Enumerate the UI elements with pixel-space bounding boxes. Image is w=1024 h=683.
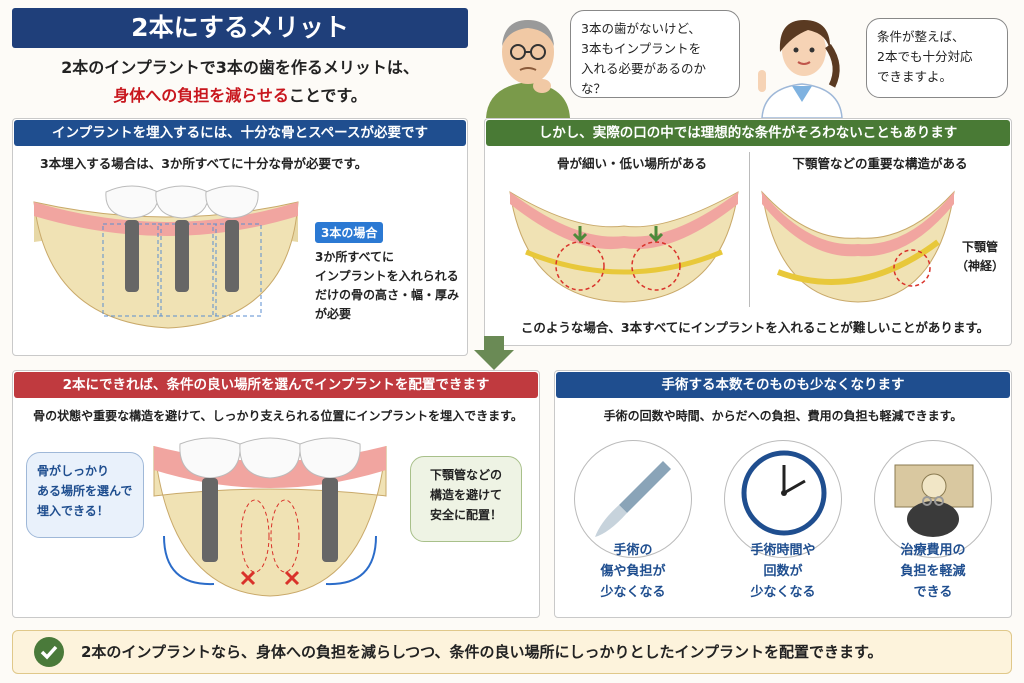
right-tip-bubble: 下顎管などの 構造を避けて 安全に配置！ — [410, 456, 522, 542]
panel-d-header: 手術する本数そのものも少なくなります — [556, 372, 1010, 398]
panel-b-divider — [749, 152, 750, 307]
note-line: だけの骨の高さ・幅・厚み — [315, 288, 460, 302]
bubble-line: 骨がしっかり — [37, 464, 110, 478]
item-label-line: 少なくなる — [600, 585, 666, 600]
down-arrow-icon — [474, 336, 514, 370]
panel-c-text: 骨の状態や重要な構造を避けて、しっかり支えられる位置にインプラントを埋入できます… — [33, 409, 523, 423]
item-label-line: 治療費用の — [900, 543, 966, 558]
panel-a-header: インプラントを埋入するには、十分な骨とスペースが必要です — [14, 120, 466, 146]
patient-line: 入れる必要があるのかな？ — [581, 61, 707, 96]
panel-b-header: しかし、実際の口の中では理想的な条件がそろわないこともあります — [486, 120, 1010, 146]
note-line: が必要 — [315, 307, 352, 321]
footer-text: 2本のインプラントなら、身体への負担を減らしつつ、条件の良い場所にしっかりとした… — [81, 643, 883, 661]
scalpel-label: 手術の 傷や負担が 少なくなる — [570, 540, 696, 603]
page-title: 2本にするメリット — [12, 8, 468, 48]
item-label-line: 傷や負担が — [600, 564, 666, 579]
item-label-line: 手術の — [613, 543, 653, 558]
panel-b-bottom-text: このような場合、3本すべてにインプラントを入れることが難しいことがあります。 — [520, 320, 990, 335]
money-icon-circle — [874, 440, 992, 558]
doctor-line: できますよ。 — [877, 69, 953, 84]
doctor-line: 2本でも十分対応 — [877, 49, 973, 64]
note-line: インプラントを入れられる — [315, 269, 459, 283]
lead-line1: 2本のインプラントで3本の歯を作るメリットは、 — [61, 58, 419, 77]
bubble-line: 安全に配置！ — [429, 508, 502, 522]
lead-rest: ことです。 — [288, 86, 367, 105]
note-line: 3か所すべてに — [315, 250, 395, 264]
nerve-label-line: 下顎管 — [961, 240, 998, 254]
thin-bone-illustration — [509, 191, 739, 303]
panel-a-note: 3か所すべてに インプラントを入れられる だけの骨の高さ・幅・厚み が必要 — [315, 248, 465, 324]
check-icon — [34, 637, 64, 667]
doctor-line: 条件が整えば、 — [877, 29, 965, 44]
clock-icon — [741, 450, 827, 536]
patient-line: 3本もインプラントを — [581, 41, 702, 56]
item-label-line: 回数が — [763, 564, 803, 579]
patient-line: 3本の歯がないけど、 — [581, 21, 701, 36]
bubble-line: 構造を避けて — [429, 488, 502, 502]
lead-highlight: 身体への負担を減らせる — [113, 86, 289, 105]
item-label-line: 手術時間や — [750, 543, 816, 558]
nerve-label: 下顎管 （神経） — [948, 238, 1012, 276]
bubble-line: 下顎管などの — [429, 468, 502, 482]
two-implant-illustration — [153, 437, 387, 597]
bubble-line: ある場所を選んで — [37, 484, 133, 498]
three-implant-illustration — [33, 185, 299, 329]
clock-icon-circle — [724, 440, 842, 558]
item-label-line: できる — [913, 585, 953, 600]
lead-text: 2本のインプラントで3本の歯を作るメリットは、 身体への負担を減らせることです。 — [20, 54, 460, 110]
nerve-label-line: （神経） — [955, 259, 1004, 273]
panel-b-left-caption: 骨が細い・低い場所がある — [556, 156, 707, 171]
panel-b-right-caption: 下顎管などの重要な構造がある — [792, 156, 968, 171]
money-purse-icon — [894, 464, 974, 537]
scalpel-icon-circle — [574, 440, 692, 558]
money-label: 治療費用の 負担を軽減 できる — [870, 540, 996, 603]
elderly-man-illustration — [486, 20, 570, 118]
summary-footer: 2本のインプラントなら、身体への負担を減らしつつ、条件の良い場所にしっかりとした… — [12, 630, 1012, 674]
scalpel-icon — [595, 461, 671, 537]
panel-d-text: 手術の回数や時間、からだへの負担、費用の負担も軽減できます。 — [603, 409, 963, 423]
clock-label: 手術時間や 回数が 少なくなる — [720, 540, 846, 603]
three-implant-tag: 3本の場合 — [315, 222, 384, 243]
item-label-line: 負担を軽減 — [900, 564, 966, 579]
doctor-speech-bubble: 条件が整えば、 2本でも十分対応 できますよ。 — [866, 18, 1008, 98]
nerve-canal-illustration — [761, 190, 955, 303]
item-label-line: 少なくなる — [750, 585, 816, 600]
left-tip-bubble: 骨がしっかり ある場所を選んで 埋入できる！ — [26, 452, 144, 538]
patient-speech-bubble: 3本の歯がないけど、 3本もインプラントを 入れる必要があるのかな？ — [570, 10, 740, 98]
bubble-line: 埋入できる！ — [37, 504, 109, 518]
doctor-illustration — [758, 20, 843, 118]
panel-c-header: 2本にできれば、条件の良い場所を選んでインプラントを配置できます — [14, 372, 538, 398]
panel-a-text: 3本埋入する場合は、3か所すべてに十分な骨が必要です。 — [40, 156, 368, 171]
